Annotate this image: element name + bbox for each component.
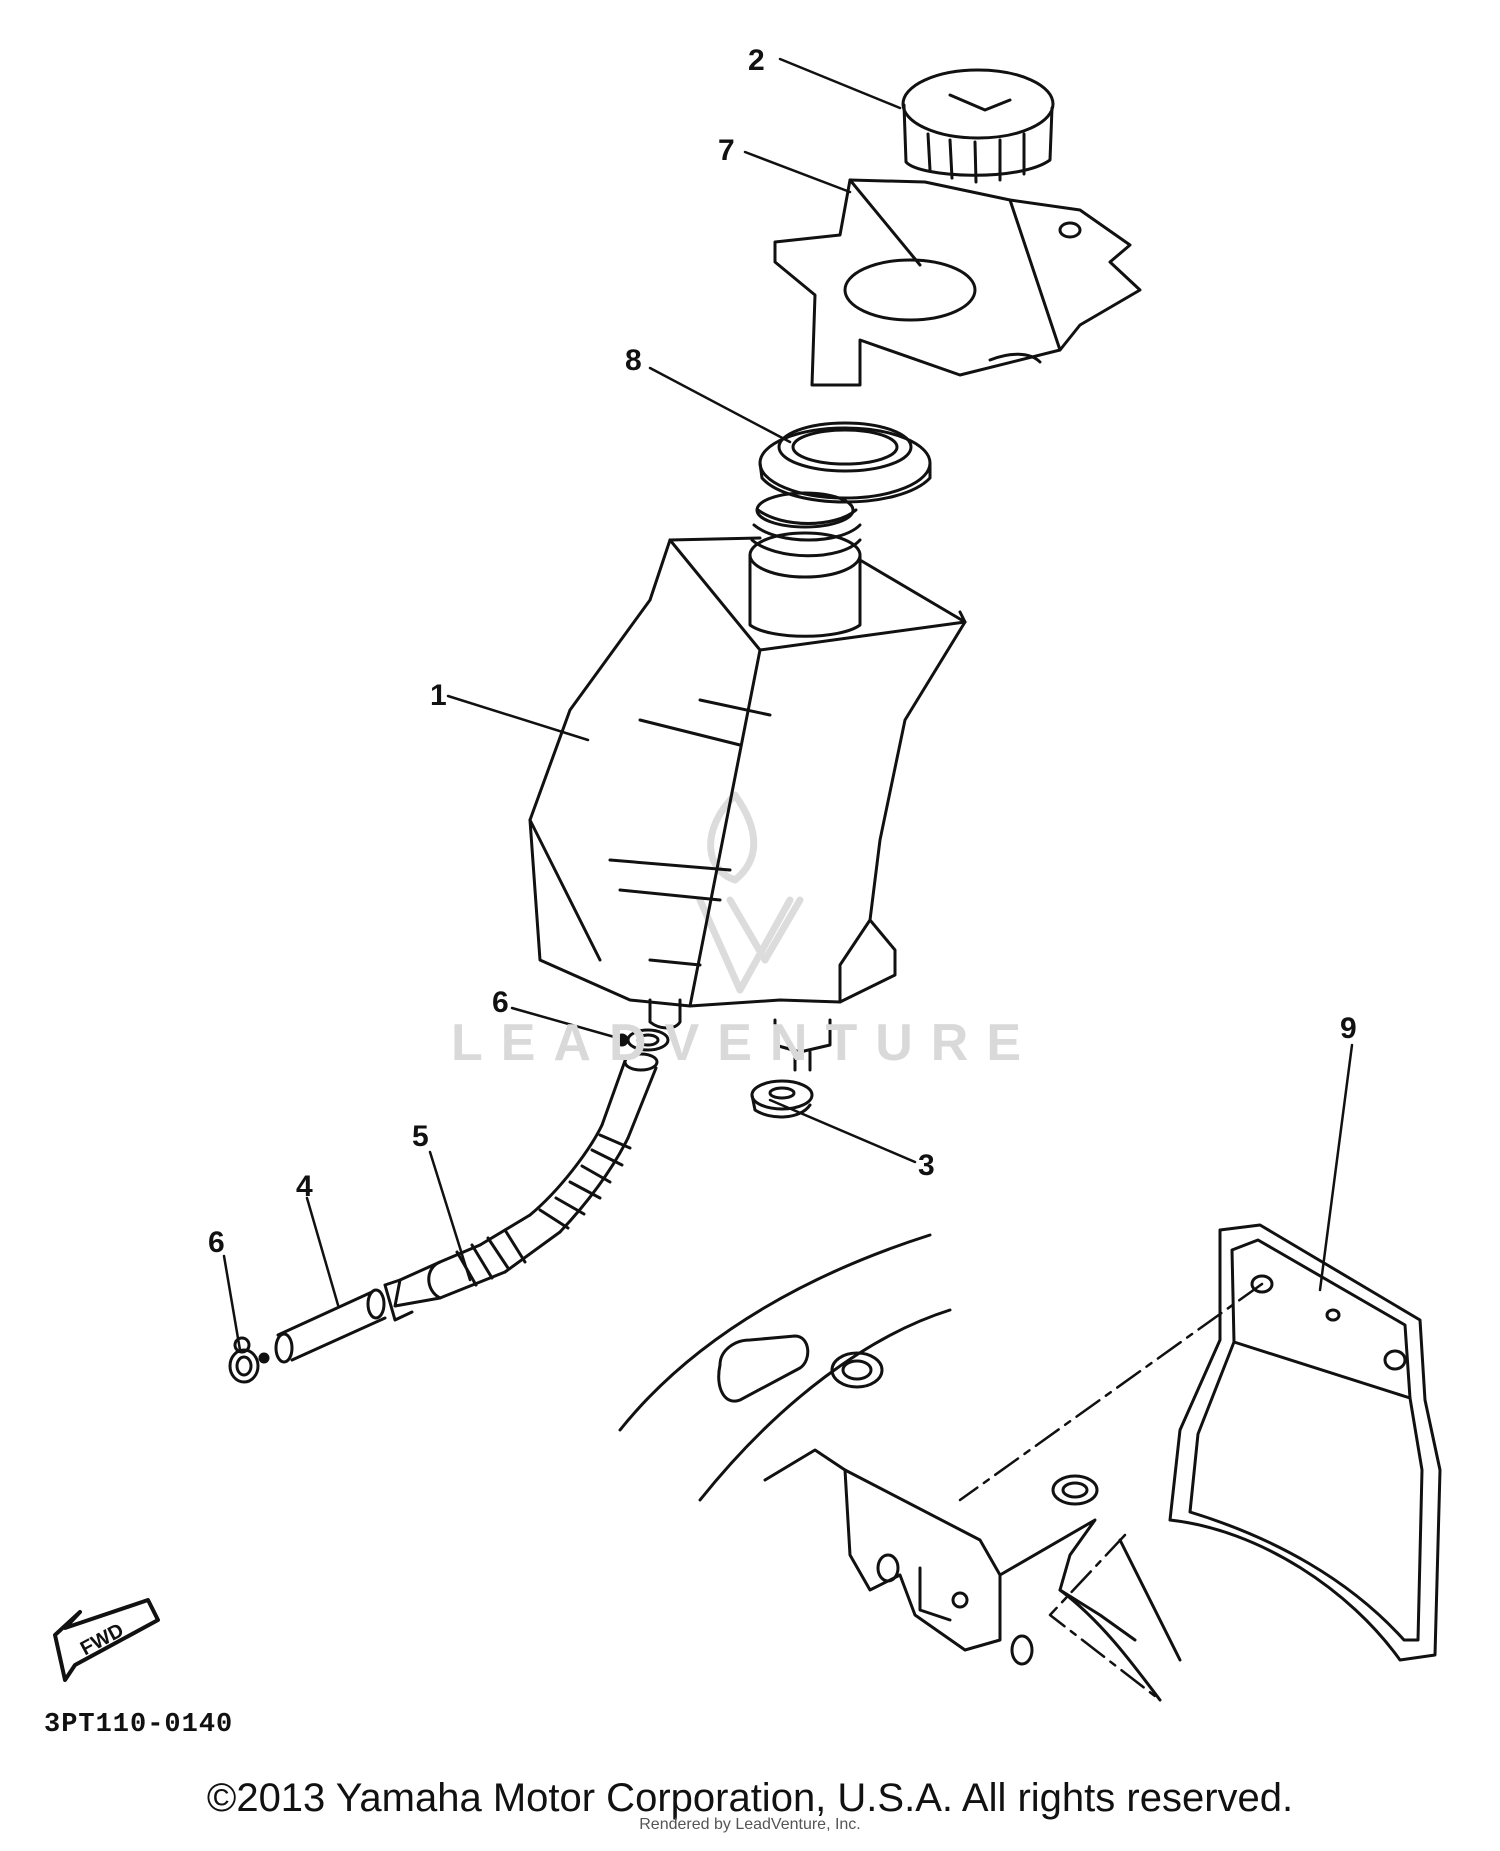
- leader-lines: [222, 57, 1354, 1702]
- fwd-arrow-icon: [53, 1598, 160, 1682]
- callout-6-upper: 6: [492, 986, 509, 1019]
- part-8-seal: [758, 421, 932, 504]
- callout-5: 5: [412, 1120, 429, 1153]
- part-3-washer: [750, 1079, 814, 1119]
- part-9-guard: [1168, 1223, 1442, 1662]
- callout-7: 7: [718, 134, 735, 167]
- part-6-clip-lower: [228, 1336, 270, 1384]
- part-7-bracket: [773, 178, 1142, 387]
- credit-line: Rendered by LeadVenture, Inc.: [639, 1816, 861, 1833]
- frame-structure: [618, 1233, 1182, 1702]
- copyright-notice: ©2013 Yamaha Motor Corporation, U.S.A. A…: [206, 1776, 1294, 1820]
- callout-2: 2: [748, 44, 765, 77]
- fwd-label: FWD: [77, 1619, 128, 1660]
- callout-9: 9: [1340, 1012, 1357, 1045]
- part-2-cap: [901, 68, 1055, 184]
- callout-8: 8: [625, 344, 642, 377]
- watermark-text: LEADVENTURE: [451, 1014, 1039, 1072]
- callout-6-lower: 6: [208, 1226, 225, 1259]
- part-1-tank: [528, 491, 967, 1072]
- diagram-code: 3PT110-0140: [44, 1710, 234, 1740]
- part-5-hose: [393, 1052, 659, 1308]
- watermark-logo: [696, 791, 804, 994]
- callout-3: 3: [918, 1149, 935, 1182]
- part-4-tube: [274, 1278, 414, 1364]
- callout-1: 1: [430, 679, 447, 712]
- callout-4: 4: [296, 1170, 313, 1203]
